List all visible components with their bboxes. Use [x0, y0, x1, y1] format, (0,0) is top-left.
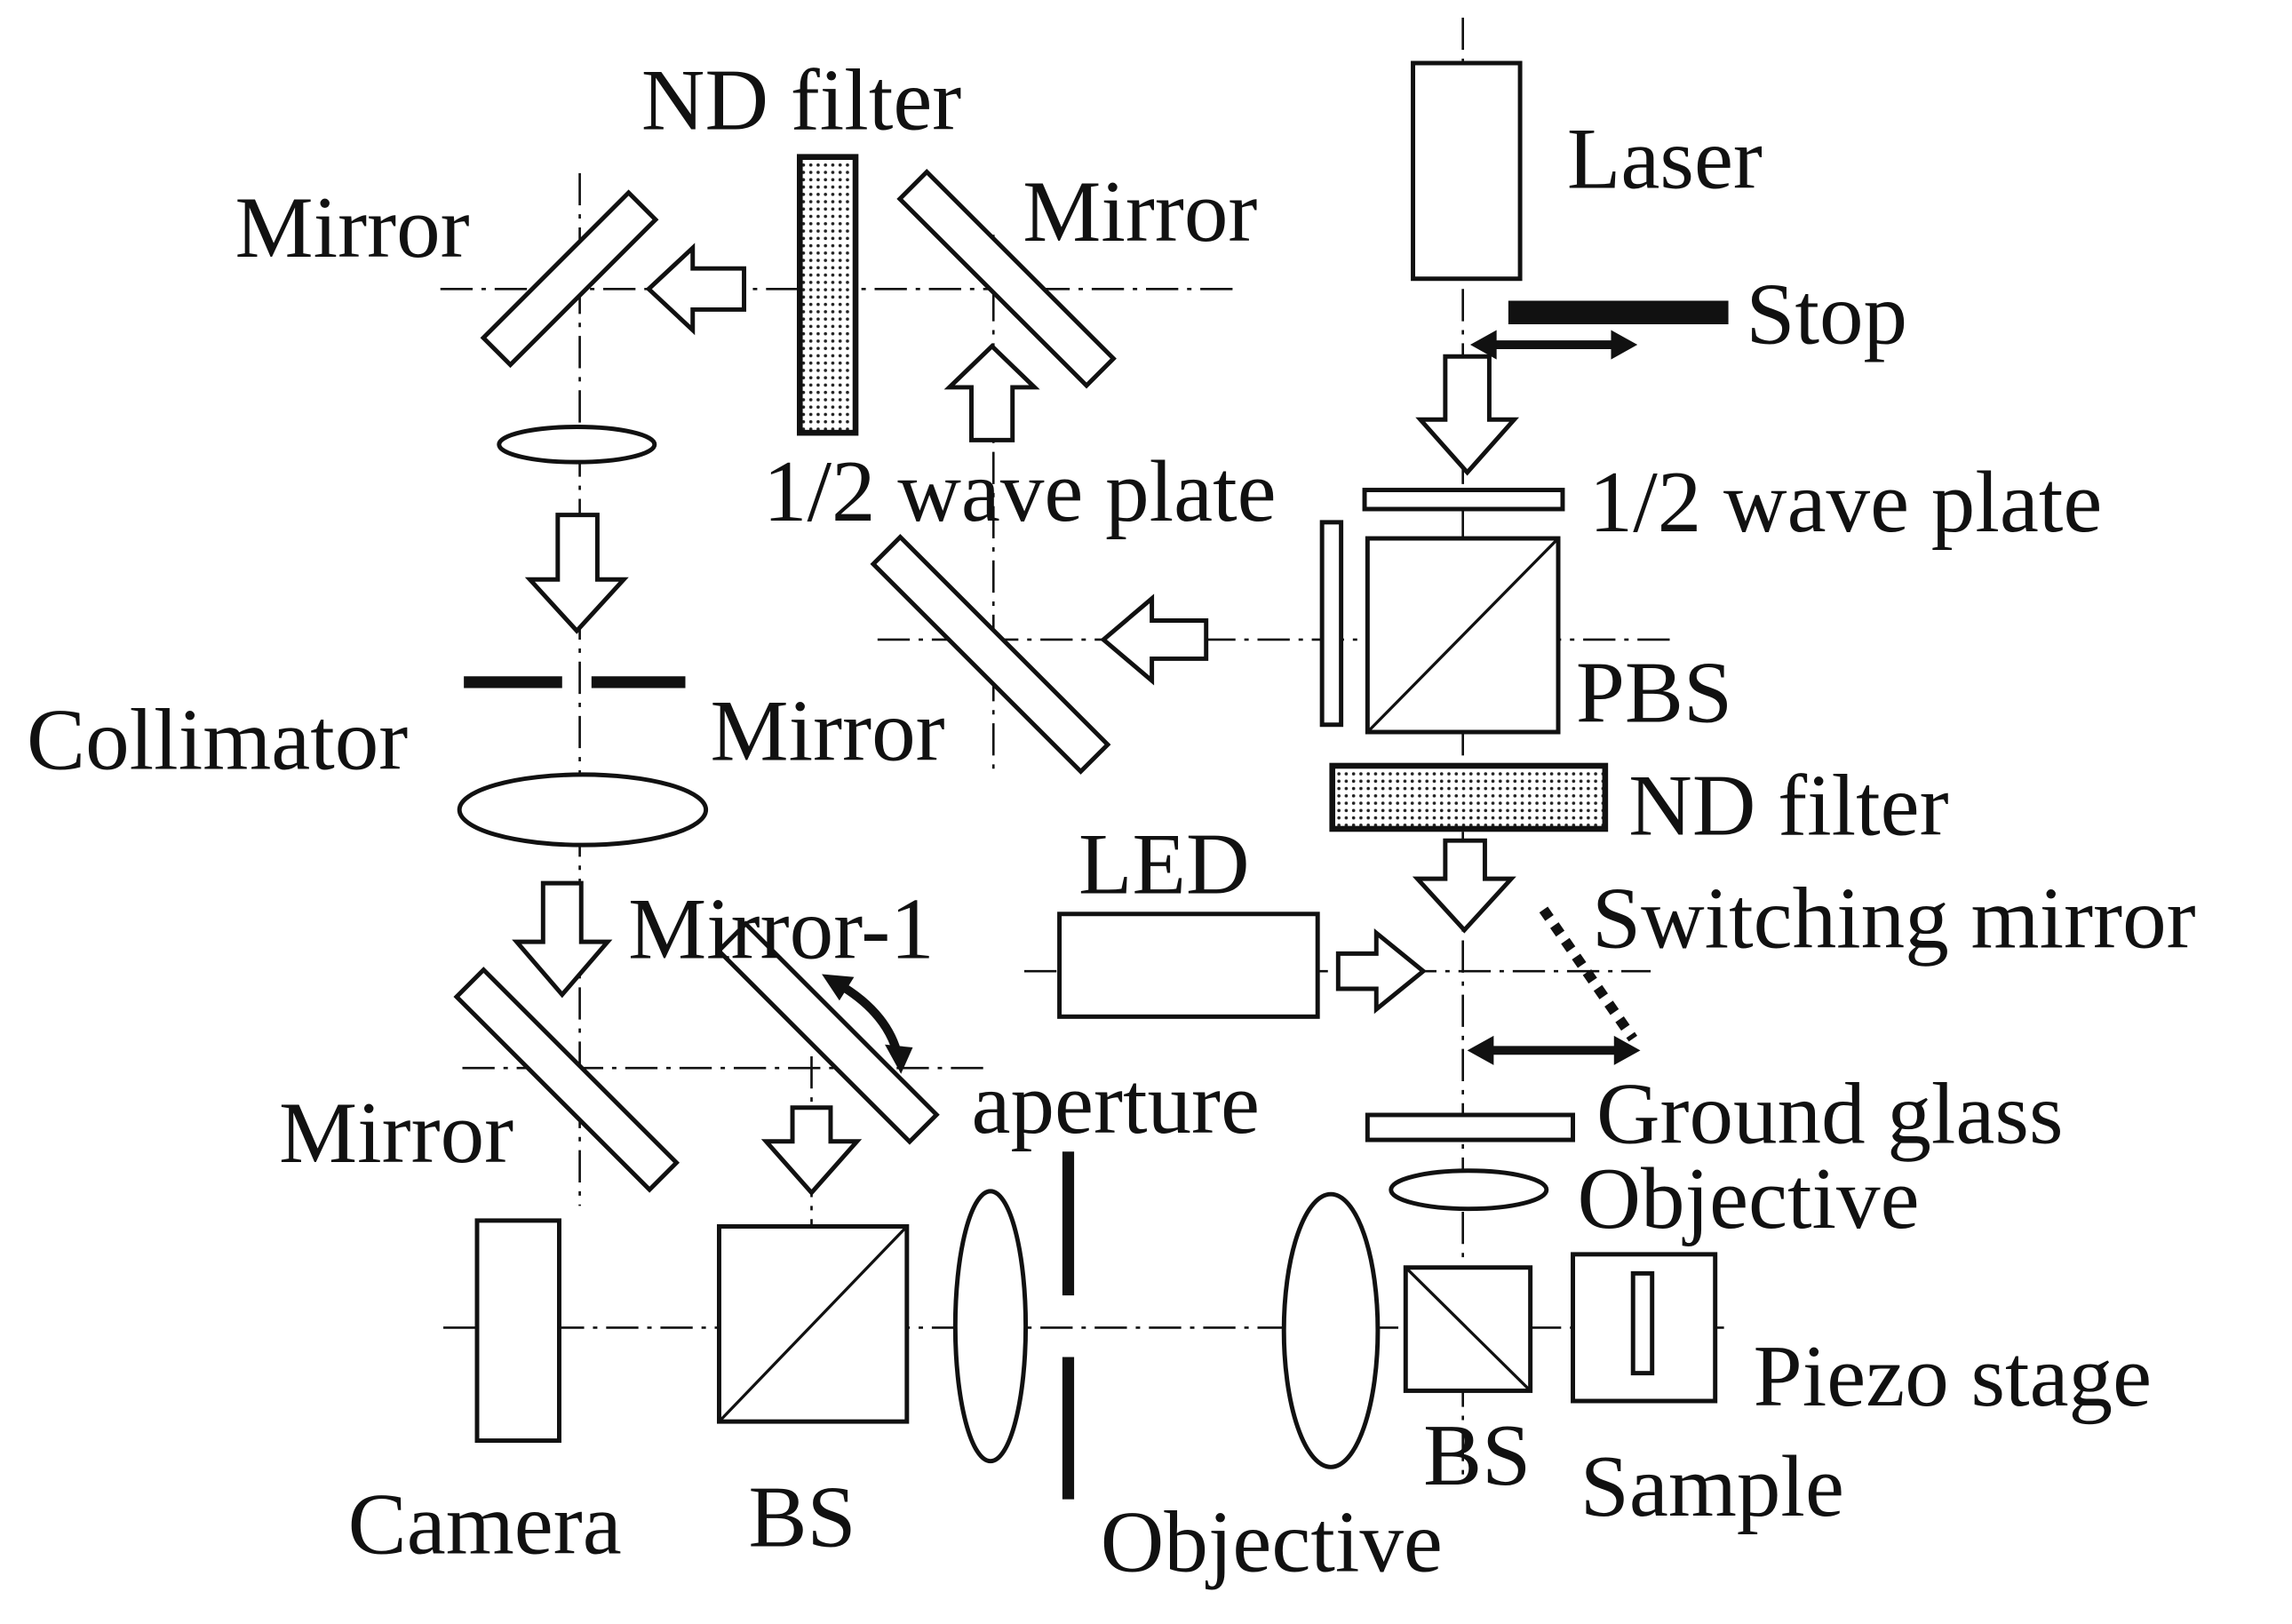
mirror-bottom-left	[453, 967, 680, 1193]
objective-bottom-left-lens	[952, 1189, 1029, 1464]
label-bs-left: BS	[748, 1469, 856, 1565]
label-mirror-bottom-left: Mirror	[279, 1085, 513, 1182]
beam-arrow-left-nd	[645, 243, 747, 336]
nd-filter-right	[1329, 762, 1609, 832]
beam-arrow-up-mirror	[943, 343, 1040, 442]
mirror-top-mid	[896, 168, 1117, 389]
beam-arrow-down-bs-left	[760, 1105, 863, 1197]
beam-arrow-down-collimator	[524, 513, 629, 634]
objective-right-lens	[1389, 1168, 1549, 1212]
label-mirror-top-left: Mirror	[235, 179, 470, 276]
label-camera: Camera	[348, 1477, 622, 1573]
pbs-cube	[1365, 536, 1561, 735]
nd-filter-top	[796, 154, 859, 436]
ground-glass	[1365, 1112, 1576, 1142]
label-mirror-mid: Mirror	[711, 682, 945, 779]
label-piezo-stage: Piezo stage	[1754, 1328, 2152, 1425]
half-wave-plate-left	[1319, 520, 1344, 728]
label-aperture: aperture	[971, 1055, 1259, 1152]
bs-right-cube	[1403, 1265, 1533, 1393]
label-half-wave-plate-right: 1/2 wave plate	[1589, 454, 2103, 551]
mirror-1-rotation-arrow	[822, 974, 913, 1074]
label-stop: Stop	[1746, 266, 1907, 362]
label-sample: Sample	[1580, 1438, 1844, 1535]
beam-arrow-down-nd-right	[1412, 838, 1516, 934]
objective-bottom-right-lens	[1281, 1191, 1381, 1469]
stop-double-arrow	[1469, 330, 1638, 360]
switching-double-arrow	[1467, 1035, 1641, 1065]
label-laser: Laser	[1567, 110, 1763, 207]
label-collimator: Collimator	[27, 691, 408, 788]
label-switching-mirror: Switching mirror	[1592, 871, 2196, 967]
led-box	[1057, 912, 1320, 1019]
label-half-wave-plate-left: 1/2 wave plate	[763, 443, 1277, 540]
camera-box	[474, 1218, 561, 1444]
beam-arrow-right-led	[1335, 928, 1428, 1015]
label-ground-glass: Ground glass	[1596, 1065, 2064, 1162]
collimator-lens	[457, 772, 709, 848]
beam-arrow-down-laser	[1415, 354, 1519, 476]
bs-left-cube	[716, 1224, 910, 1424]
label-nd-filter-top: ND filter	[641, 52, 961, 148]
lens-top-left	[497, 425, 657, 465]
beam-arrow-down-mirror-left	[512, 880, 613, 999]
laser-box	[1411, 60, 1523, 282]
mirror-1	[715, 920, 940, 1145]
label-bs-right: BS	[1423, 1407, 1531, 1504]
mirror-top-left	[480, 189, 659, 369]
label-led: LED	[1078, 816, 1250, 913]
label-mirror-top-mid: Mirror	[1023, 163, 1257, 260]
label-objective-bottom: Objective	[1101, 1494, 1443, 1591]
label-mirror-1: Mirror-1	[628, 880, 935, 977]
switching-mirror	[1539, 906, 1637, 1042]
mirror-mid	[870, 534, 1111, 775]
sample-slide	[1630, 1270, 1655, 1376]
piezo-stage	[1571, 1252, 1718, 1404]
label-pbs: PBS	[1576, 644, 1732, 741]
beam-arrow-left-pbs	[1100, 593, 1209, 686]
label-objective-right: Objective	[1577, 1150, 1919, 1247]
half-wave-plate-right	[1362, 488, 1565, 512]
label-nd-filter-right: ND filter	[1628, 758, 1948, 855]
